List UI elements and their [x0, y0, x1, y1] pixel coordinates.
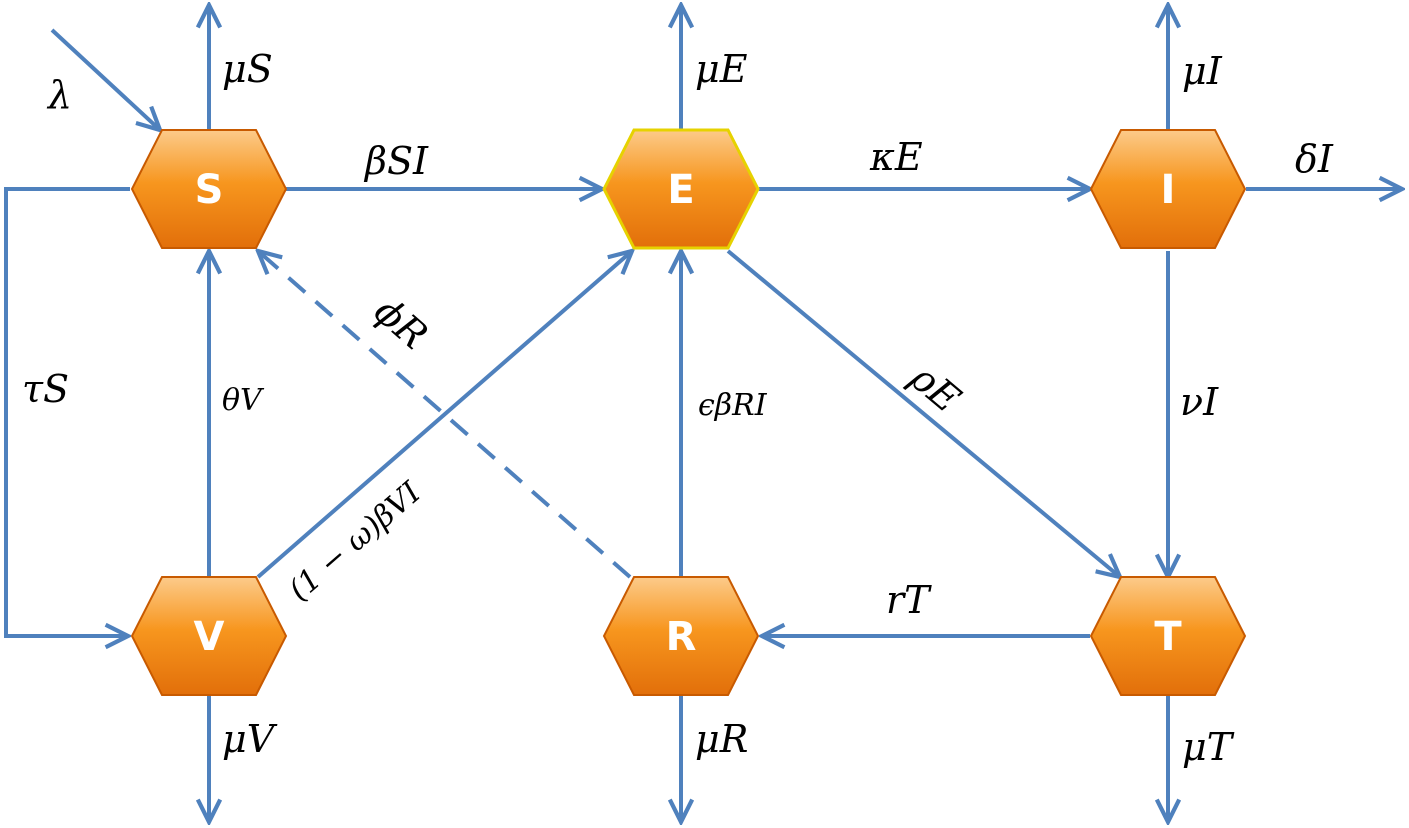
rate-mu-i: μI [1182, 49, 1223, 93]
rate-mu-v: μV [222, 717, 278, 761]
rate-mu-s: μS [222, 47, 273, 91]
node-t-label: T [1154, 614, 1182, 660]
rate-lambda: λ [46, 73, 72, 117]
rate-phi-r: ϕR [366, 289, 436, 358]
rate-tau-s: τS [22, 367, 69, 411]
arrow-v-to-e [256, 251, 632, 579]
rate-beta-si: βSI [363, 139, 429, 183]
rate-mu-r: μR [695, 717, 748, 761]
rate-delta-i: δI [1295, 137, 1334, 181]
arrow-tau-s [4, 187, 130, 636]
node-e-label: E [667, 167, 694, 213]
rate-mu-t: μT [1182, 725, 1235, 769]
node-e: E [602, 128, 760, 250]
rate-epsilon-beta-ri: ϵβRI [698, 388, 768, 423]
rate-kappa-e: κE [869, 135, 923, 179]
node-v: V [130, 576, 288, 696]
rate-r-t: rT [886, 578, 932, 622]
node-r-label: R [666, 614, 697, 660]
node-i-label: I [1161, 167, 1176, 213]
arrow-rho-e [726, 249, 1120, 577]
rate-mu-e: μE [695, 47, 748, 91]
rate-theta-v: θV [222, 383, 265, 418]
node-s: S [130, 129, 288, 249]
arrow-lambda-inflow [50, 28, 160, 130]
node-t: T [1089, 576, 1247, 696]
node-i: I [1089, 129, 1247, 249]
arrow-phi-r [258, 251, 632, 579]
node-r: R [602, 576, 760, 696]
node-v-label: V [194, 614, 225, 660]
rate-nu-i: νI [1180, 380, 1219, 424]
rate-rho-e: ρE [901, 355, 969, 422]
node-s-label: S [195, 167, 224, 213]
